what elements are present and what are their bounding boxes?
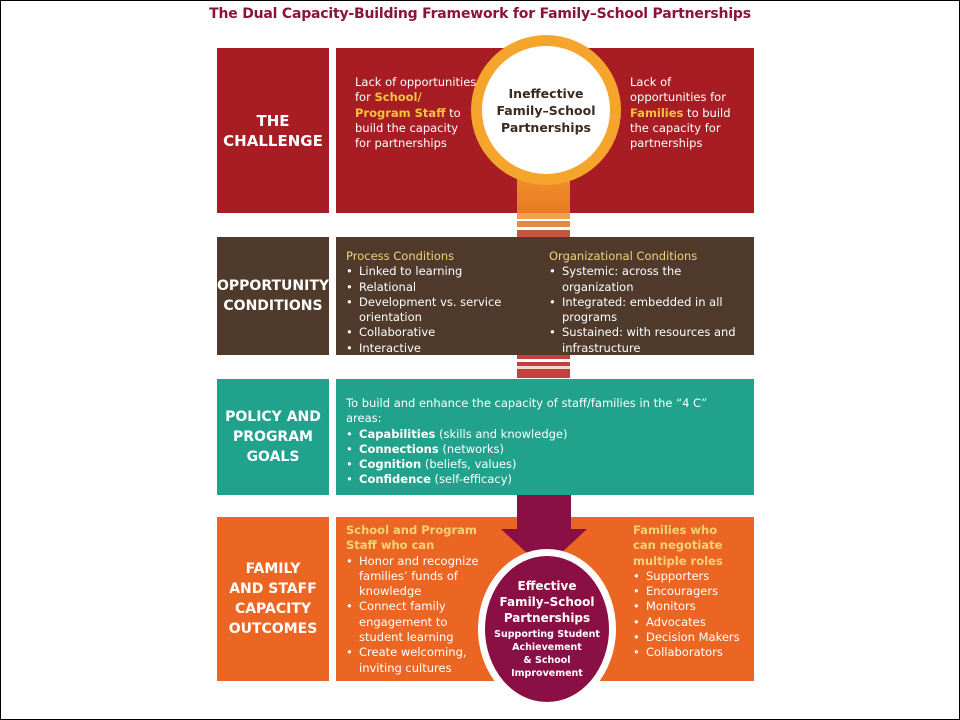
circle-text-line: Partnerships: [501, 119, 591, 135]
org-list: Systemic: across the organization Integr…: [549, 264, 749, 356]
families-outcomes: Families who can negotiate multiple role…: [633, 523, 751, 661]
list-item: Integrated: embedded in all programs: [549, 295, 749, 326]
process-heading: Process Conditions: [346, 249, 455, 263]
process-list: Linked to learning Relational Developmen…: [346, 264, 546, 356]
effective-subtitle: Supporting Student Achievement & School …: [494, 629, 600, 679]
outcomes-label-line: OUTCOMES: [228, 621, 318, 637]
list-item: Collaborators: [633, 645, 751, 661]
outcomes-label-line: CAPACITY: [234, 601, 312, 617]
highlight-families: Families: [630, 105, 684, 120]
text-line: the capacity for: [630, 120, 721, 135]
list-item: Cognition (beliefs, values): [346, 457, 746, 473]
list-item: Supporters: [633, 569, 751, 585]
text-line: for School/: [355, 90, 422, 105]
circle-text-line: Ineffective: [508, 85, 584, 101]
text-line: Lack of: [630, 75, 672, 89]
list-item: Capabilities (skills and knowledge): [346, 427, 746, 443]
outcomes-label-line: AND STAFF: [229, 581, 317, 597]
families-list: Supporters Encouragers Monitors Advocate…: [633, 569, 751, 661]
text-line: opportunities for: [630, 90, 726, 105]
list-item: Confidence (self-efficacy): [346, 472, 746, 488]
page-title: The Dual Capacity-Building Framework for…: [209, 6, 751, 22]
staff-outcomes: School and Program Staff who can Honor a…: [346, 523, 481, 676]
policy-label-box: POLICY AND PROGRAM GOALS: [217, 379, 329, 495]
four-c-list: Capabilities (skills and knowledge) Conn…: [346, 427, 746, 488]
text-line: Lack of opportunities: [355, 75, 477, 89]
list-item: Development vs. service orientation: [346, 295, 546, 326]
list-item: Create welcoming, inviting cultures: [346, 645, 481, 676]
policy-label-line: GOALS: [246, 449, 300, 465]
policy-intro: To build and enhance the capacity of sta…: [346, 396, 708, 426]
organizational-conditions: Organizational Conditions Systemic: acro…: [549, 249, 749, 356]
connector-stripes-upper: [517, 213, 570, 237]
staff-heading: School and Program Staff who can: [346, 523, 477, 553]
list-item: Linked to learning: [346, 264, 546, 280]
list-item: Connections (networks): [346, 442, 746, 458]
list-item: Systemic: across the organization: [549, 264, 749, 295]
challenge-label-line: THE: [256, 111, 290, 130]
text-line: for partnerships: [355, 136, 447, 151]
list-item: Encouragers: [633, 584, 751, 600]
policy-label-line: POLICY AND: [225, 409, 321, 425]
list-item: Advocates: [633, 615, 751, 631]
opportunity-label-box: OPPORTUNITY CONDITIONS: [217, 237, 329, 355]
list-item: Monitors: [633, 599, 751, 615]
process-conditions: Process Conditions Linked to learning Re…: [346, 249, 546, 356]
challenge-label-box: THE CHALLENGE: [217, 48, 329, 213]
list-item: Connect family engagement to student lea…: [346, 599, 481, 645]
challenge-families-text: Lack of opportunities for Families to bu…: [630, 75, 750, 151]
circle-text-line: Family–School: [496, 102, 596, 118]
text-line: build the capacity: [355, 120, 459, 135]
families-heading: Families who can negotiate multiple role…: [633, 523, 723, 568]
staff-list: Honor and recognize families’ funds of k…: [346, 554, 481, 676]
challenge-label-line: CHALLENGE: [223, 131, 323, 150]
text-line: Families to build: [630, 105, 731, 120]
connector-stripes-mid: [517, 355, 570, 378]
text-line: Program Staff to: [355, 105, 461, 120]
highlight-school: School/: [374, 90, 422, 105]
ineffective-partnerships-circle: Ineffective Family–School Partnerships: [471, 35, 621, 185]
policy-text: To build and enhance the capacity of sta…: [346, 396, 746, 488]
outcomes-label-line: FAMILY: [245, 561, 301, 577]
effective-partnerships-circle: Effective Family–School Partnerships Sup…: [478, 549, 616, 709]
list-item: Relational: [346, 280, 546, 296]
list-item: Decision Makers: [633, 630, 751, 646]
effective-circle-inner: Effective Family–School Partnerships Sup…: [485, 556, 609, 702]
org-heading: Organizational Conditions: [549, 249, 698, 263]
challenge-staff-text: Lack of opportunities for School/ Progra…: [355, 75, 485, 151]
opportunity-label-line: OPPORTUNITY: [217, 278, 330, 294]
highlight-program-staff: Program Staff: [355, 105, 446, 120]
ineffective-circle-inner: Ineffective Family–School Partnerships: [482, 46, 610, 174]
outcomes-label-box: FAMILY AND STAFF CAPACITY OUTCOMES: [217, 517, 329, 681]
list-item: Honor and recognize families’ funds of k…: [346, 554, 481, 600]
policy-label-line: PROGRAM: [233, 429, 313, 445]
effective-title: Effective Family–School Partnerships: [499, 579, 595, 625]
list-item: Collaborative: [346, 325, 546, 341]
down-arrow-icon: [501, 495, 587, 569]
list-item: Sustained: with resources and infrastruc…: [549, 325, 749, 356]
list-item: Interactive: [346, 341, 546, 357]
text-line: partnerships: [630, 136, 703, 151]
opportunity-label-line: CONDITIONS: [223, 298, 323, 314]
